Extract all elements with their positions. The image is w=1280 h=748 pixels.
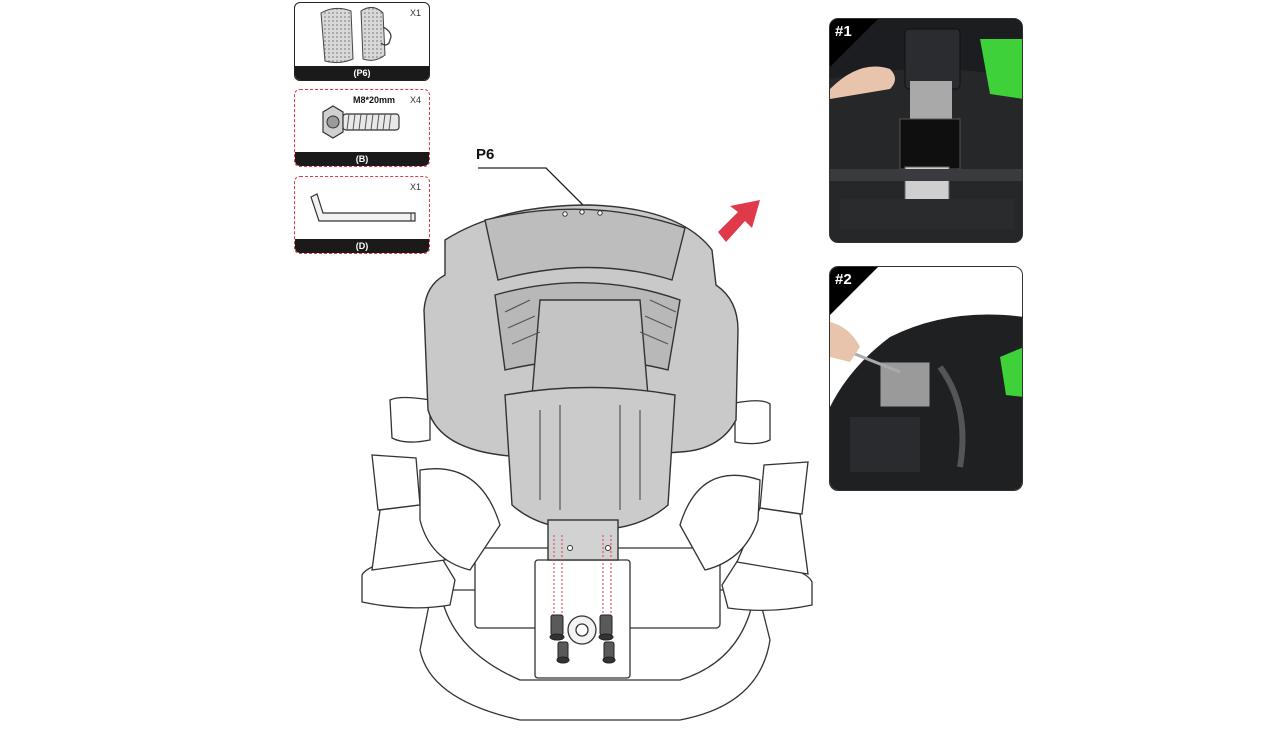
part-qty: X1	[409, 182, 421, 192]
part-qty: X4	[409, 95, 421, 105]
part-box-d: X1 (D)	[294, 176, 430, 254]
part-box-p6: X1 (P6)	[294, 2, 430, 81]
part-box-b: M8*20mm X4 (B)	[294, 89, 430, 167]
seat-base-outline	[419, 599, 771, 721]
bolt-icon	[322, 105, 400, 139]
step-photo-2: #2	[829, 266, 1023, 491]
callout-label: P6	[476, 146, 495, 163]
backrest-cover	[423, 204, 739, 561]
part-qty: X1	[409, 8, 421, 18]
part-label: (B)	[295, 152, 429, 166]
step-badge	[830, 267, 878, 315]
left-armrest	[371, 454, 421, 511]
part-label: (P6)	[295, 66, 429, 80]
screws	[549, 614, 616, 664]
step-label: #1	[835, 23, 852, 40]
part-spec: M8*20mm	[352, 95, 395, 105]
part-label: (D)	[295, 239, 429, 253]
step-photo-1: #1	[829, 18, 1023, 243]
mechanism-plate	[474, 547, 721, 629]
direction-arrow-icon	[718, 200, 760, 242]
step-badge	[830, 19, 878, 67]
callout-leader	[478, 167, 589, 211]
step-label: #2	[835, 271, 852, 288]
right-armrest	[759, 461, 809, 515]
allen-key-icon	[310, 193, 416, 222]
bracket-plate	[534, 559, 631, 679]
step-2-image	[830, 267, 1022, 490]
backrest-cover-icon	[320, 7, 392, 64]
seat-frame	[439, 589, 756, 681]
